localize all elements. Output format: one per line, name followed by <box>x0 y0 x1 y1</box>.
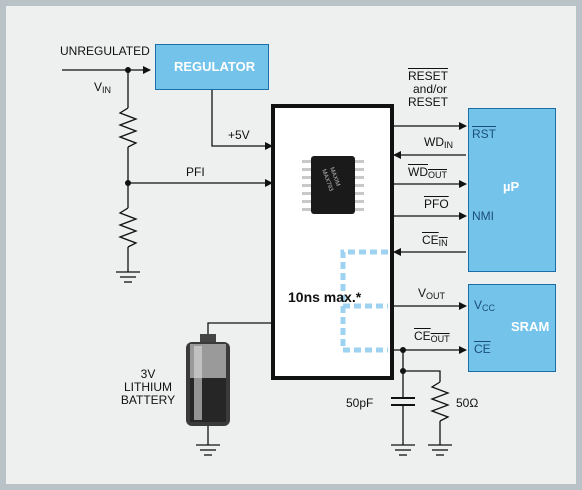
five-volt-label: +5V <box>228 129 250 142</box>
unregulated-label: UNREGULATED <box>60 45 150 58</box>
res-wire-top <box>403 371 440 382</box>
sram-label: SRAM <box>511 319 549 334</box>
timing-label: 10ns max.* <box>288 291 361 304</box>
vin-label: VIN <box>94 81 111 97</box>
battery-word-label: BATTERY <box>120 394 176 407</box>
ic-chip-illustration: MAXIM MAX793 <box>302 156 364 214</box>
battery-wire <box>208 323 272 340</box>
pfo-label: PFO <box>424 198 449 211</box>
rst-pin-label: RST <box>472 128 496 141</box>
ce-in-label: CEIN <box>422 234 448 250</box>
capacitor-label: 50pF <box>346 397 373 410</box>
supervisor-ic-box <box>273 106 392 378</box>
lower-resistor <box>120 208 136 247</box>
reset-label: RESET <box>408 96 448 109</box>
sram-ce-pin-label: CE <box>474 343 491 356</box>
load-resistor <box>432 382 448 421</box>
reset-label-group: RESET and/or RESET <box>408 70 448 109</box>
regulator-block: REGULATOR <box>155 44 269 90</box>
vout-label: VOUT <box>418 287 445 303</box>
ce-out-label: CEOUT <box>414 330 450 346</box>
resistor-label: 50Ω <box>456 397 478 410</box>
junction-dot <box>125 67 131 73</box>
nmi-pin-label: NMI <box>472 210 494 223</box>
vcc-pin-label: VCC <box>474 299 495 315</box>
upper-resistor <box>120 108 136 147</box>
battery-label: 3V LITHIUM BATTERY <box>120 368 176 407</box>
wd-out-label: WDOUT <box>408 166 447 182</box>
junction-dot <box>400 368 406 374</box>
wd-in-label: WDIN <box>424 136 453 152</box>
regulator-label: REGULATOR <box>174 59 255 74</box>
junction-dot <box>400 347 406 353</box>
lithium-battery <box>186 334 230 426</box>
junction-dot <box>125 180 131 186</box>
microprocessor-label: µP <box>503 179 519 194</box>
pfi-label: PFI <box>186 166 205 179</box>
